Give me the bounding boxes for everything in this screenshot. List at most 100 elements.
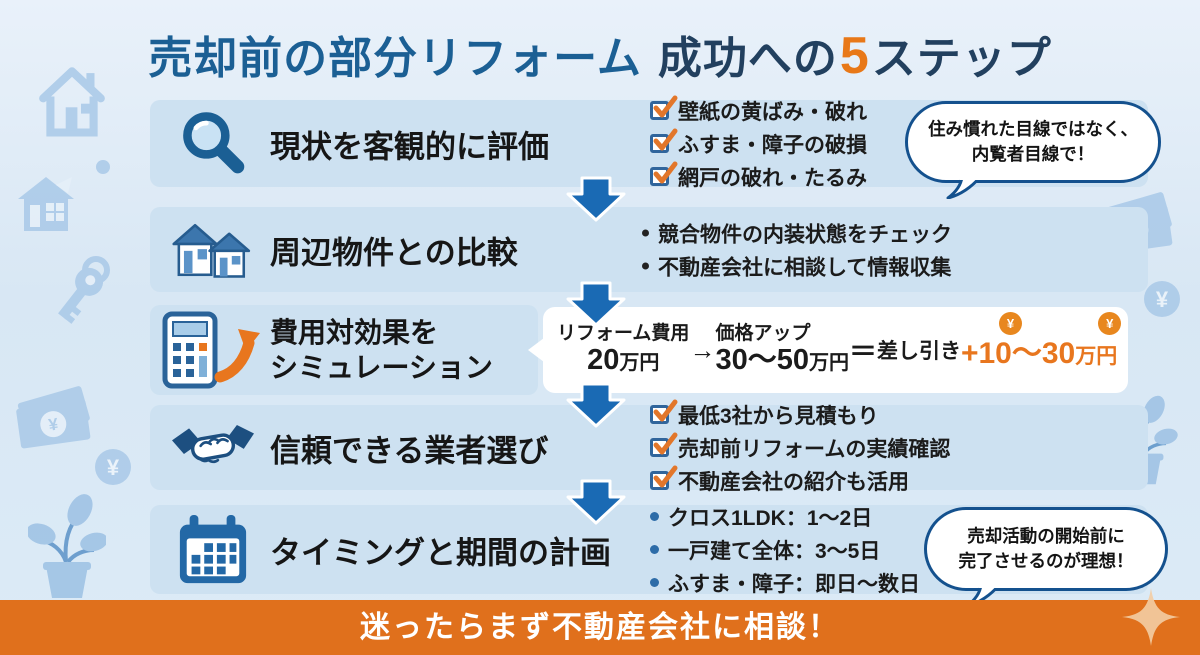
- title-step-number: 5: [839, 27, 870, 85]
- net-value: +10〜30: [960, 337, 1076, 370]
- bullet-dot-icon: [642, 229, 649, 237]
- net-label: 差し引き: [876, 340, 961, 363]
- bubble-text: 住み慣れた目線ではなく、: [928, 118, 1138, 139]
- reform-cost-unit: 万円: [619, 351, 660, 374]
- reform-cost-label: リフォーム費用: [557, 322, 690, 344]
- footer-banner: 迷ったらまず不動産会社に相談！: [0, 588, 1200, 655]
- price-up: 価格アップ 30〜50万円: [715, 322, 849, 377]
- title-lead: 売却前の部分リフォーム: [148, 34, 642, 83]
- magnifier-icon: [172, 107, 254, 181]
- bullet-text: 一戸建て全体：3〜5日: [668, 539, 881, 563]
- bullet-item: 一戸建て全体：3〜5日: [650, 535, 920, 565]
- step-3-label: 費用対効果を シミュレーション: [270, 315, 493, 385]
- bubble-text: 完了させるのが理想！: [958, 551, 1134, 571]
- bullet-text: 競合物件の内装状態をチェック: [658, 223, 952, 246]
- banknote-icon: ¥: [16, 386, 91, 449]
- step-4-bar: [150, 405, 1148, 490]
- step-2-label: 周辺物件との比較: [270, 235, 518, 270]
- house-outline-icon: [39, 67, 105, 137]
- bullet-item: 不動産会社に相談して情報収集: [642, 251, 952, 281]
- checklist-item: 最低3社から見積もり: [650, 399, 950, 430]
- price-up-label: 価格アップ: [715, 322, 811, 344]
- footer-text: 迷ったらまず不動産会社に相談！: [360, 611, 840, 644]
- checklist-item: 売却前リフォームの実績確認: [650, 432, 951, 463]
- bullet-item: ふすま・障子：即日〜数日: [650, 568, 920, 598]
- checkbox-check-icon: [650, 95, 678, 120]
- price-up-value: 30〜50: [715, 343, 809, 376]
- checklist-text: 売却前リフォームの実績確認: [678, 437, 951, 461]
- down-arrow-icon: [566, 382, 626, 428]
- checklist-text: 壁紙の黄ばみ・破れ: [678, 100, 867, 124]
- bubble-tail: [946, 177, 982, 199]
- bullet-dot-icon: [650, 545, 659, 554]
- checkbox-check-icon: [650, 399, 678, 424]
- key-icon: [58, 256, 110, 324]
- step-4-label: 信頼できる業者選び: [270, 433, 549, 468]
- handshake-icon: [172, 411, 254, 485]
- step-1-label: 現状を客観的に評価: [270, 129, 549, 164]
- bullet-text: クロス1LDK：1〜2日: [668, 506, 873, 530]
- reform-cost: リフォーム費用 20万円: [557, 322, 690, 377]
- plant-icon: [28, 494, 106, 598]
- step-1-checklist: 壁紙の黄ばみ・破れ ふすま・障子の破損 網戸の破れ・たるみ: [650, 95, 867, 192]
- bullet-dot-icon: [650, 512, 659, 521]
- bubble-text: 売却活動の開始前に: [967, 525, 1125, 546]
- page-title: 売却前の部分リフォーム成功への5ステップ: [0, 22, 1200, 86]
- title-tail: ステップ: [871, 34, 1052, 83]
- down-arrow-icon: [566, 479, 626, 525]
- yen-coin-icon: ¥: [95, 449, 131, 485]
- bullet-dot-icon: [650, 578, 659, 587]
- step-4-row: 信頼できる業者選び 最低3社から見積もり 売却前リフォームの実績確認 不動産会社…: [150, 399, 1148, 494]
- checklist-text: ふすま・障子の破損: [678, 133, 867, 157]
- down-arrow-icon: [566, 281, 626, 327]
- advice-bubble: 売却活動の開始前に 完了させるのが理想！: [924, 507, 1168, 607]
- step-5-label: タイミングと期間の計画: [270, 535, 611, 570]
- step-3-row: 費用対効果を シミュレーション リフォーム費用 20万円 → 価格アップ 30〜…: [150, 305, 1148, 395]
- step-4-checklist: 最低3社から見積もり 売却前リフォームの実績確認 不動産会社の紹介も活用: [650, 399, 951, 496]
- bullet-text: 不動産会社に相談して情報収集: [658, 256, 952, 279]
- down-arrow-icon: [566, 176, 626, 222]
- house-icon: [18, 177, 74, 231]
- reform-cost-value: 20: [587, 343, 620, 376]
- yen-coin-icon: ¥: [1144, 281, 1180, 317]
- equals-glyph: ＝: [848, 336, 877, 367]
- yen-coin-icon: ¥: [1098, 312, 1122, 335]
- advice-bubble: 住み慣れた目線ではなく、 内覧者目線で！: [905, 101, 1161, 199]
- checklist-item: 網戸の破れ・たるみ: [650, 161, 867, 192]
- dot-icon: [96, 160, 110, 174]
- calculator-icon: [160, 311, 264, 389]
- bullet-dot-icon: [642, 262, 649, 270]
- step-2-bullets: 競合物件の内装状態をチェック 不動産会社に相談して情報収集: [642, 218, 952, 281]
- checklist-text: 最低3社から見積もり: [678, 404, 879, 428]
- step-3-label-line1: 費用対効果を: [270, 317, 439, 348]
- calendar-icon: [172, 513, 254, 587]
- net-unit: 万円: [1075, 345, 1118, 368]
- checkbox-check-icon: [650, 128, 678, 153]
- net-result: ¥ ¥ +10〜30万円: [960, 312, 1122, 372]
- step-1-row: 現状を客観的に評価 壁紙の黄ばみ・破れ ふすま・障子の破損 網戸の破れ・たるみ …: [150, 95, 1161, 199]
- step-5-row: タイミングと期間の計画 クロス1LDK：1〜2日 一戸建て全体：3〜5日 ふすま…: [150, 505, 1168, 607]
- checkbox-check-icon: [650, 432, 678, 457]
- step-3-label-line2: シミュレーション: [270, 352, 493, 383]
- checkbox-check-icon: [650, 465, 678, 490]
- title-mid: 成功への: [657, 34, 838, 83]
- step-2-row: 周辺物件との比較 競合物件の内装状態をチェック 不動産会社に相談して情報収集: [150, 207, 1148, 292]
- right-arrow-glyph: →: [689, 334, 716, 365]
- yen-coin-icon: ¥: [998, 312, 1022, 335]
- step-2-bar: [150, 207, 1148, 292]
- bullet-item: クロス1LDK：1〜2日: [650, 502, 920, 532]
- svg-text:¥: ¥: [1156, 287, 1169, 312]
- bubble-text: 内覧者目線で！: [971, 144, 1095, 164]
- price-up-unit: 万円: [808, 351, 849, 374]
- checklist-text: 網戸の破れ・たるみ: [678, 166, 867, 190]
- svg-text:¥: ¥: [47, 414, 60, 434]
- checklist-item: 壁紙の黄ばみ・破れ: [650, 95, 867, 126]
- step-5-bullets: クロス1LDK：1〜2日 一戸建て全体：3〜5日 ふすま・障子：即日〜数日: [650, 502, 920, 598]
- cost-benefit-panel: リフォーム費用 20万円 → 価格アップ 30〜50万円 ＝ 差し引き ¥ ¥ …: [543, 307, 1128, 393]
- checklist-text: 不動産会社の紹介も活用: [678, 470, 909, 494]
- bullet-item: 競合物件の内装状態をチェック: [642, 218, 952, 248]
- checklist-item: 不動産会社の紹介も活用: [650, 465, 950, 496]
- svg-text:¥: ¥: [107, 455, 120, 480]
- checklist-item: ふすま・障子の破損: [650, 128, 867, 159]
